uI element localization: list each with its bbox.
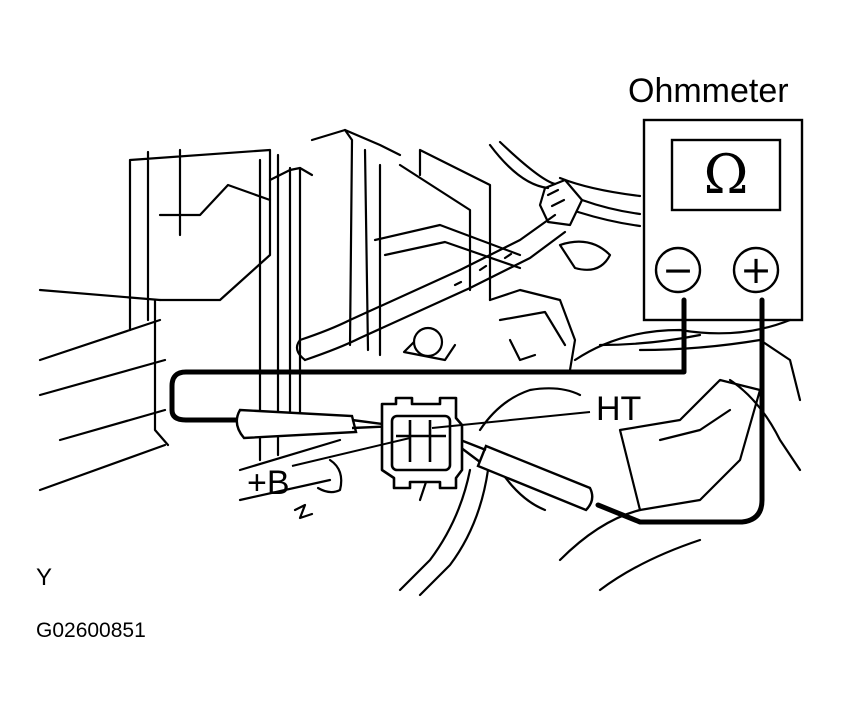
sensor-connector-icon xyxy=(380,396,464,490)
ht-terminal-label: HT xyxy=(596,390,642,428)
plus-b-terminal-label: +B xyxy=(247,464,290,502)
test-probe-icon xyxy=(235,408,399,440)
positive-terminal-icon xyxy=(732,246,780,294)
ohm-symbol: Ω xyxy=(703,143,749,206)
ohmmeter-icon xyxy=(642,118,804,322)
plus-b-leader xyxy=(291,437,411,467)
figure-code: G02600851 xyxy=(36,619,146,642)
test-leads xyxy=(169,297,765,525)
ht-leader xyxy=(431,411,591,429)
engine-bay-illustration xyxy=(38,128,802,597)
negative-terminal-icon xyxy=(654,246,702,294)
ohmmeter-title: Ohmmeter xyxy=(628,72,789,110)
ohmmeter-display xyxy=(670,138,782,212)
ohmmeter-body xyxy=(642,118,804,322)
positive-lead-wire xyxy=(595,297,765,525)
negative-lead-wire xyxy=(169,297,687,423)
negative-symbol: − xyxy=(662,248,694,292)
positive-symbol: + xyxy=(740,248,772,292)
label-leaders xyxy=(291,411,591,467)
view-label: Y xyxy=(36,564,53,591)
